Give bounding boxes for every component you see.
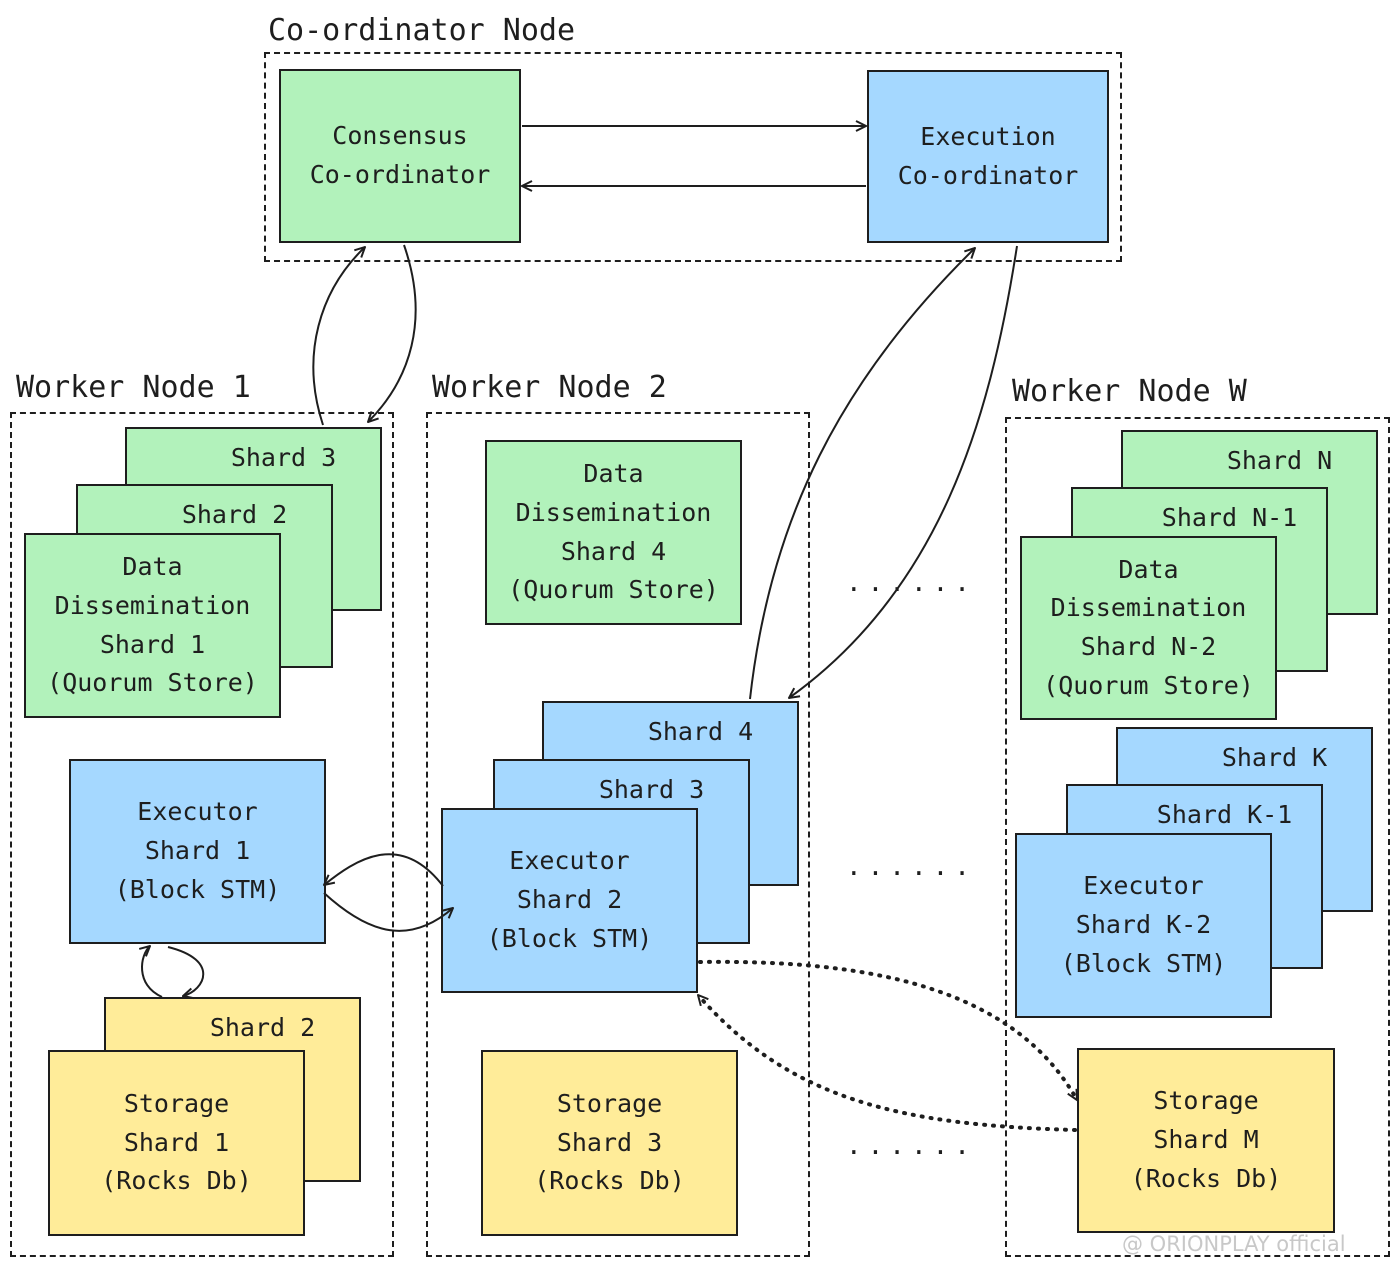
- ellipsis-row-3: ......: [846, 1131, 976, 1161]
- executor-shard-1-box: Executor Shard 1 (Block STM): [69, 759, 326, 944]
- watermark: @ ORIONPLAY official: [1122, 1232, 1346, 1256]
- dd-shard-4-line-1: Data: [583, 459, 644, 488]
- worker-node-1-group: [10, 412, 394, 1257]
- worker-node-2-group: [426, 412, 810, 1257]
- arrow-executor1-to-storage: [167, 946, 205, 996]
- arrow-storage-m-to-executor2: [696, 993, 1077, 1132]
- coordinator-node-title: Co-ordinator Node: [268, 13, 576, 48]
- storage-shard-2-label: Shard 2: [209, 1013, 316, 1042]
- dd-shard-n1-label: Shard N-1: [1161, 503, 1298, 532]
- arrow-consensus-to-worker1: [368, 244, 417, 422]
- worker-node-1-title: Worker Node 1: [16, 370, 251, 405]
- arrow-worker1-to-consensus: [312, 247, 365, 426]
- dd-shard-1-line-3: Shard 1: [99, 629, 206, 659]
- dd-shard-1-line-2: Dissemination: [54, 590, 251, 620]
- dd-shard-n2-box: Data Dissemination Shard N-2 (Quorum Sto…: [1020, 536, 1277, 720]
- storage-shard-1-box: Storage Shard 1 (Rocks Db): [48, 1050, 305, 1236]
- worker-node-w-group: [1005, 417, 1390, 1257]
- executor-shard-2-line-3: (Block STM): [486, 923, 653, 953]
- executor-shard-2-line-2: Shard 2: [516, 885, 623, 915]
- storage-shard-3-line-2: Shard 3: [556, 1127, 663, 1157]
- arrow-executor2-to-storage-m: [698, 959, 1079, 1102]
- executor-shard-k2-line-3: (Block STM): [1060, 948, 1227, 978]
- dd-shard-n2-line-3: Shard N-2: [1080, 632, 1217, 661]
- executor-shard-k2-box: Executor Shard K-2 (Block STM): [1015, 833, 1272, 1018]
- storage-shard-m-line-3: (Rocks Db): [1130, 1163, 1282, 1193]
- exec-shard-k-label: Shard K: [1221, 743, 1328, 772]
- storage-shard-m-line-1: Storage: [1153, 1086, 1259, 1116]
- worker-node-w-title: Worker Node W: [1012, 374, 1247, 409]
- storage-shard-3-line-3: (Rocks Db): [534, 1166, 685, 1196]
- dd-shard-1-line-1: Data: [122, 552, 183, 581]
- consensus-line-1: Consensus: [332, 121, 468, 151]
- dd-shard-4-line-3: Shard 4: [560, 536, 667, 566]
- dd-shard-n-label: Shard N: [1226, 446, 1333, 475]
- executor-shard-k2-line-2: Shard K-2: [1075, 910, 1212, 940]
- coordinator-node-group: [264, 52, 1122, 262]
- arrow-execution-to-worker2: [789, 245, 1018, 698]
- dd-shard-n2-line-1: Data: [1118, 554, 1179, 584]
- exec-shard-k1-label: Shard K-1: [1156, 800, 1293, 829]
- storage-shard-3-line-1: Storage: [556, 1088, 663, 1118]
- arrow-shard1-to-shard2: [323, 892, 453, 932]
- storage-shard-1-line-2: Shard 1: [123, 1127, 230, 1157]
- consensus-line-2: Co-ordinator: [309, 160, 491, 189]
- dd-shard-n2-line-4: (Quorum Store): [1043, 670, 1254, 700]
- worker-node-2-title: Worker Node 2: [432, 370, 667, 405]
- dd-shard-4-box: Data Dissemination Shard 4 (Quorum Store…: [485, 440, 742, 625]
- executor-shard-2-line-1: Executor: [509, 846, 630, 876]
- dd-shard-4-line-2: Dissemination: [515, 497, 712, 527]
- executor-shard-1-line-3: (Block STM): [114, 874, 281, 904]
- executor-shard-1-line-2: Shard 1: [144, 836, 251, 866]
- dd-shard-4-line-4: (Quorum Store): [508, 575, 719, 605]
- dd-shard-n2-line-2: Dissemination: [1050, 593, 1247, 623]
- consensus-coordinator-box: Consensus Co-ordinator: [279, 69, 521, 243]
- dd-shard-3-label: Shard 3: [230, 443, 337, 472]
- executor-shard-2-box: Executor Shard 2 (Block STM): [441, 808, 698, 993]
- storage-shard-1-line-3: (Rocks Db): [101, 1166, 252, 1196]
- arrow-storage-to-executor1: [142, 946, 163, 998]
- storage-shard-m-box: Storage Shard M (Rocks Db): [1077, 1048, 1335, 1233]
- dd-shard-1-line-4: (Quorum Store): [47, 668, 258, 698]
- arrow-worker2-to-execution: [749, 248, 975, 700]
- exec-shard-3-label: Shard 3: [598, 775, 705, 804]
- execution-coordinator-box: Execution Co-ordinator: [867, 70, 1109, 243]
- execution-line-1: Execution: [920, 121, 1056, 151]
- executor-shard-k2-line-1: Executor: [1083, 871, 1204, 901]
- execution-line-2: Co-ordinator: [897, 160, 1079, 190]
- dd-shard-2-label: Shard 2: [181, 500, 288, 529]
- storage-shard-1-line-1: Storage: [123, 1088, 230, 1118]
- storage-shard-m-line-2: Shard M: [1153, 1125, 1259, 1155]
- ellipsis-row-2: ......: [846, 852, 976, 882]
- executor-shard-1-line-1: Executor: [137, 797, 258, 827]
- storage-shard-3-box: Storage Shard 3 (Rocks Db): [481, 1050, 738, 1236]
- dd-shard-1-box: Data Dissemination Shard 1 (Quorum Store…: [24, 533, 281, 718]
- exec-shard-4-label: Shard 4: [647, 717, 754, 746]
- arrow-shard2-to-shard1: [324, 853, 444, 887]
